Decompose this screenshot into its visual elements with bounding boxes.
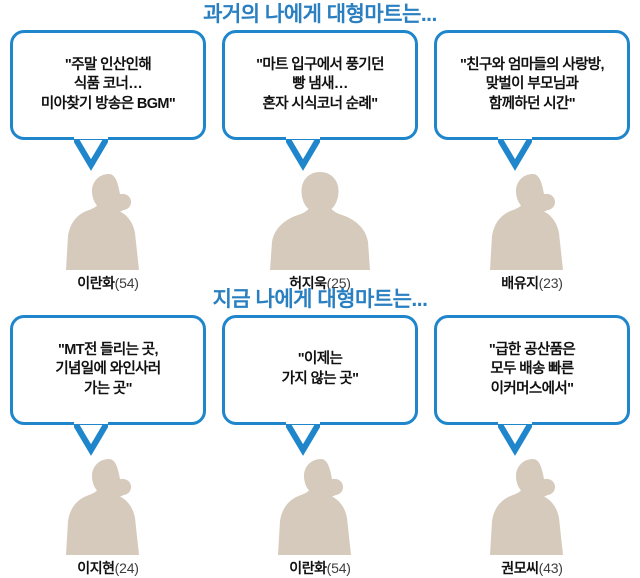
- person-name: 이란화(54): [10, 273, 206, 293]
- quote-text: "급한 공산품은 모두 배송 빠른 이커머스에서": [488, 341, 576, 397]
- female-silhouette-icon: [278, 459, 351, 555]
- speech-bubble: "친구와 엄마들의 사랑방, 맞벌이 부모님과 함께하던 시간": [434, 30, 630, 140]
- female-silhouette-icon: [490, 459, 563, 555]
- person-age-text: (24): [114, 560, 139, 576]
- quote-text: "이제는 가지 않는 곳": [281, 351, 359, 387]
- speech-bubble-tail-icon: [74, 137, 108, 171]
- section-title-past: 과거의 나에게 대형마트는...: [203, 3, 437, 26]
- speech-bubble-tail-icon: [498, 422, 532, 456]
- speech-bubble: "마트 입구에서 풍기던 빵 냄새… 혼자 시식코너 순례": [222, 30, 418, 140]
- person-silhouette: [222, 170, 418, 270]
- person-name-text: 권모씨: [501, 560, 539, 576]
- person-name-text: 이란화: [77, 275, 115, 291]
- person-silhouette: [10, 455, 206, 555]
- speech-bubble-tail-icon: [286, 422, 320, 456]
- person-name-text: 이지현: [77, 560, 115, 576]
- person-card: "주말 인산인해 식품 코너… 미아찾기 방송은 BGM" 이란화(54): [10, 30, 206, 291]
- person-name: 권모씨(43): [434, 558, 630, 578]
- quote-text: "마트 입구에서 풍기던 빵 냄새… 혼자 시식코너 순례": [256, 56, 384, 112]
- female-silhouette-icon: [66, 174, 139, 270]
- speech-bubble: "급한 공산품은 모두 배송 빠른 이커머스에서": [434, 315, 630, 425]
- section-title-now: 지금 나에게 대형마트는...: [212, 288, 428, 311]
- speech-bubble-tail-icon: [286, 137, 320, 171]
- male-silhouette-icon: [270, 172, 370, 270]
- person-card: "이제는 가지 않는 곳" 이란화(54): [222, 315, 418, 576]
- section-past: 과거의 나에게 대형마트는... "주말 인산인해 식품 코너… 미아찾기 방송…: [0, 0, 640, 291]
- card-row-past: "주말 인산인해 식품 코너… 미아찾기 방송은 BGM" 이란화(54) "마…: [0, 30, 640, 291]
- person-age-text: (54): [114, 275, 139, 291]
- person-name: 이란화(54): [222, 558, 418, 578]
- person-silhouette: [434, 455, 630, 555]
- card-row-now: "MT전 들리는 곳, 기념일에 와인사러 가는 곳" 이지현(24) "이제는…: [0, 315, 640, 576]
- person-card: "친구와 엄마들의 사랑방, 맞벌이 부모님과 함께하던 시간" 배유지(23): [434, 30, 630, 291]
- person-age-text: (54): [326, 560, 351, 576]
- quote-text: "주말 인산인해 식품 코너… 미아찾기 방송은 BGM": [40, 56, 176, 112]
- person-name: 배유지(23): [434, 273, 630, 293]
- person-name: 이지현(24): [10, 558, 206, 578]
- person-silhouette: [434, 170, 630, 270]
- speech-bubble: "주말 인산인해 식품 코너… 미아찾기 방송은 BGM": [10, 30, 206, 140]
- person-name-text: 이란화: [289, 560, 327, 576]
- quote-text: "친구와 엄마들의 사랑방, 맞벌이 부모님과 함께하던 시간": [460, 56, 605, 112]
- section-now: 지금 나에게 대형마트는... "MT전 들리는 곳, 기념일에 와인사러 가는…: [0, 285, 640, 576]
- speech-bubble-tail-icon: [74, 422, 108, 456]
- female-silhouette-icon: [490, 174, 563, 270]
- person-card: "급한 공산품은 모두 배송 빠른 이커머스에서" 권모씨(43): [434, 315, 630, 576]
- person-name: 허지욱(25): [222, 273, 418, 293]
- quote-text: "MT전 들리는 곳, 기념일에 와인사러 가는 곳": [55, 341, 161, 397]
- person-age-text: (23): [538, 275, 563, 291]
- person-age-text: (25): [326, 275, 351, 291]
- person-silhouette: [10, 170, 206, 270]
- person-age-text: (43): [538, 560, 563, 576]
- speech-bubble: "이제는 가지 않는 곳": [222, 315, 418, 425]
- person-name-text: 배유지: [501, 275, 539, 291]
- person-card: "MT전 들리는 곳, 기념일에 와인사러 가는 곳" 이지현(24): [10, 315, 206, 576]
- person-name-text: 허지욱: [289, 275, 327, 291]
- female-silhouette-icon: [66, 459, 139, 555]
- person-silhouette: [222, 455, 418, 555]
- speech-bubble: "MT전 들리는 곳, 기념일에 와인사러 가는 곳": [10, 315, 206, 425]
- person-card: "마트 입구에서 풍기던 빵 냄새… 혼자 시식코너 순례" 허지욱(25): [222, 30, 418, 291]
- speech-bubble-tail-icon: [498, 137, 532, 171]
